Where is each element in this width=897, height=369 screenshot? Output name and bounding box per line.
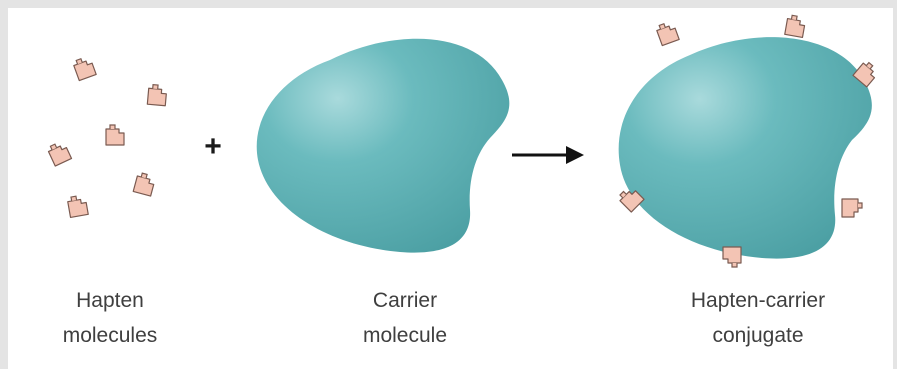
bound-hapten bbox=[785, 15, 806, 38]
free-haptens bbox=[47, 56, 167, 218]
hapten-molecule bbox=[106, 125, 124, 145]
hapten-molecules-label: Hapten molecules bbox=[20, 283, 200, 353]
hapten-molecule bbox=[47, 140, 72, 166]
conjugate-label-line2: conjugate bbox=[648, 318, 868, 353]
hapten-molecule bbox=[133, 172, 156, 196]
carrier-molecule bbox=[257, 39, 510, 253]
carrier-label-line1: Carrier bbox=[315, 283, 495, 318]
bound-hapten bbox=[723, 247, 741, 267]
carrier-molecule-label: Carrier molecule bbox=[315, 283, 495, 353]
bound-hapten bbox=[842, 199, 862, 217]
hapten-carrier-conjugate bbox=[617, 15, 879, 267]
hapten-molecule bbox=[147, 84, 167, 105]
hapten-label-line1: Hapten bbox=[20, 283, 200, 318]
hapten-molecule bbox=[67, 195, 88, 218]
hapten-molecule bbox=[72, 56, 96, 81]
hapten-label-line2: molecules bbox=[20, 318, 200, 353]
conjugate-label: Hapten-carrier conjugate bbox=[648, 283, 868, 353]
plus-sign: + bbox=[204, 130, 222, 163]
right-arrow-icon bbox=[512, 146, 584, 164]
bound-hapten bbox=[655, 21, 679, 46]
conjugate-label-line1: Hapten-carrier bbox=[648, 283, 868, 318]
carrier-label-line2: molecule bbox=[315, 318, 495, 353]
